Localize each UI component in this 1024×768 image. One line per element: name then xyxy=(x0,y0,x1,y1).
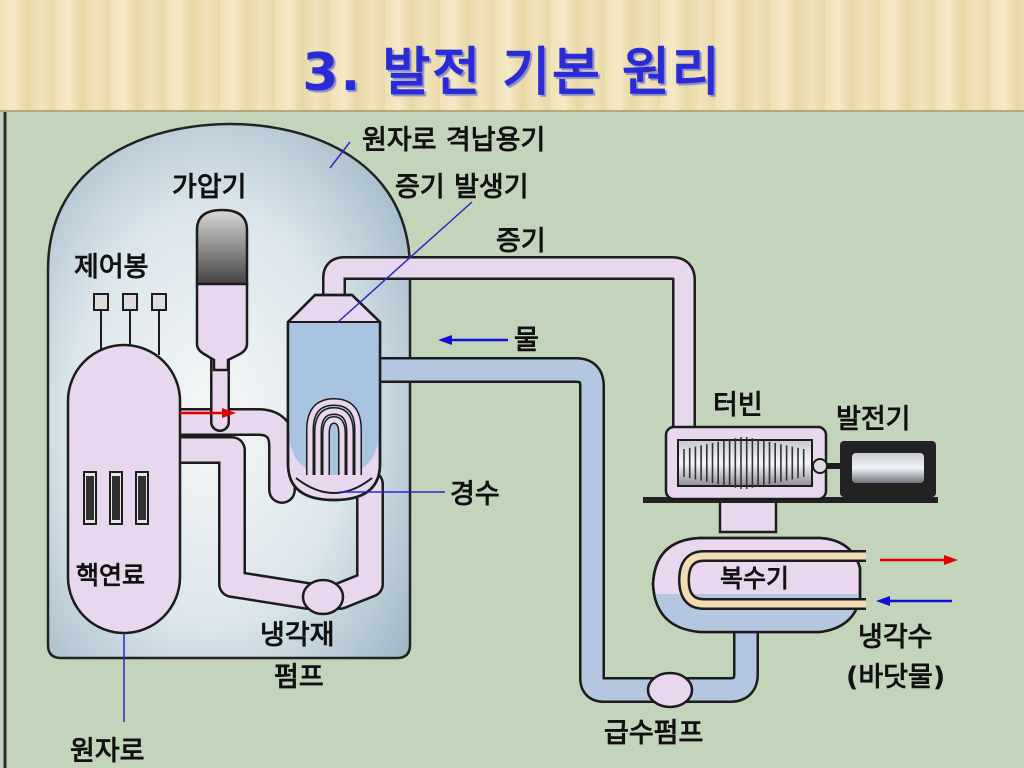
header-bar xyxy=(0,0,1024,112)
steam-generator xyxy=(286,293,382,502)
label-turbine: 터빈 xyxy=(713,390,763,421)
steam-pipe xyxy=(322,256,696,428)
label-light-water: 경수 xyxy=(450,479,500,510)
label-steam-generator: 증기 발생기 xyxy=(395,172,529,203)
pressurizer xyxy=(195,208,249,372)
turbine-blades xyxy=(683,437,805,489)
label-steam: 증기 xyxy=(496,226,546,257)
feedwater-pump xyxy=(646,671,694,709)
flow-arrows xyxy=(180,335,958,606)
label-coolant-pump-line1: 냉각재 xyxy=(260,620,335,651)
label-generator: 발전기 xyxy=(836,404,911,435)
label-reactor: 원자로 xyxy=(70,736,145,767)
reactor-diagram: 원자로 격납용기 증기 발생기 가압기 제어봉 증기 물 터빈 발전기 핵연료 … xyxy=(0,112,1024,768)
label-containment: 원자로 격납용기 xyxy=(362,125,545,156)
label-cooling-water-line1: 냉각수 xyxy=(858,622,933,653)
arrow-cooling-in xyxy=(876,596,952,606)
label-cooling-water-line2: (바닷물) xyxy=(846,662,945,693)
slide-title: 3. 발전 기본 원리 xyxy=(302,43,722,103)
arrow-water-return xyxy=(438,335,508,345)
control-rods xyxy=(93,293,167,355)
label-coolant-pump-line2: 펌프 xyxy=(274,662,324,693)
arrow-cooling-out xyxy=(880,555,958,565)
label-fuel: 핵연료 xyxy=(76,561,145,590)
label-condenser: 복수기 xyxy=(720,564,789,593)
label-control-rods: 제어봉 xyxy=(74,252,149,283)
label-pressurizer: 가압기 xyxy=(172,172,247,203)
turbine-generator xyxy=(643,425,938,534)
feedwater-pipe xyxy=(376,357,759,703)
condenser xyxy=(651,536,866,634)
coolant-pump xyxy=(301,578,345,616)
arrow-primary-hot xyxy=(180,408,236,418)
leader-lines xyxy=(123,141,473,722)
label-water: 물 xyxy=(514,325,539,356)
label-feed-pump: 급수펌프 xyxy=(604,718,703,749)
